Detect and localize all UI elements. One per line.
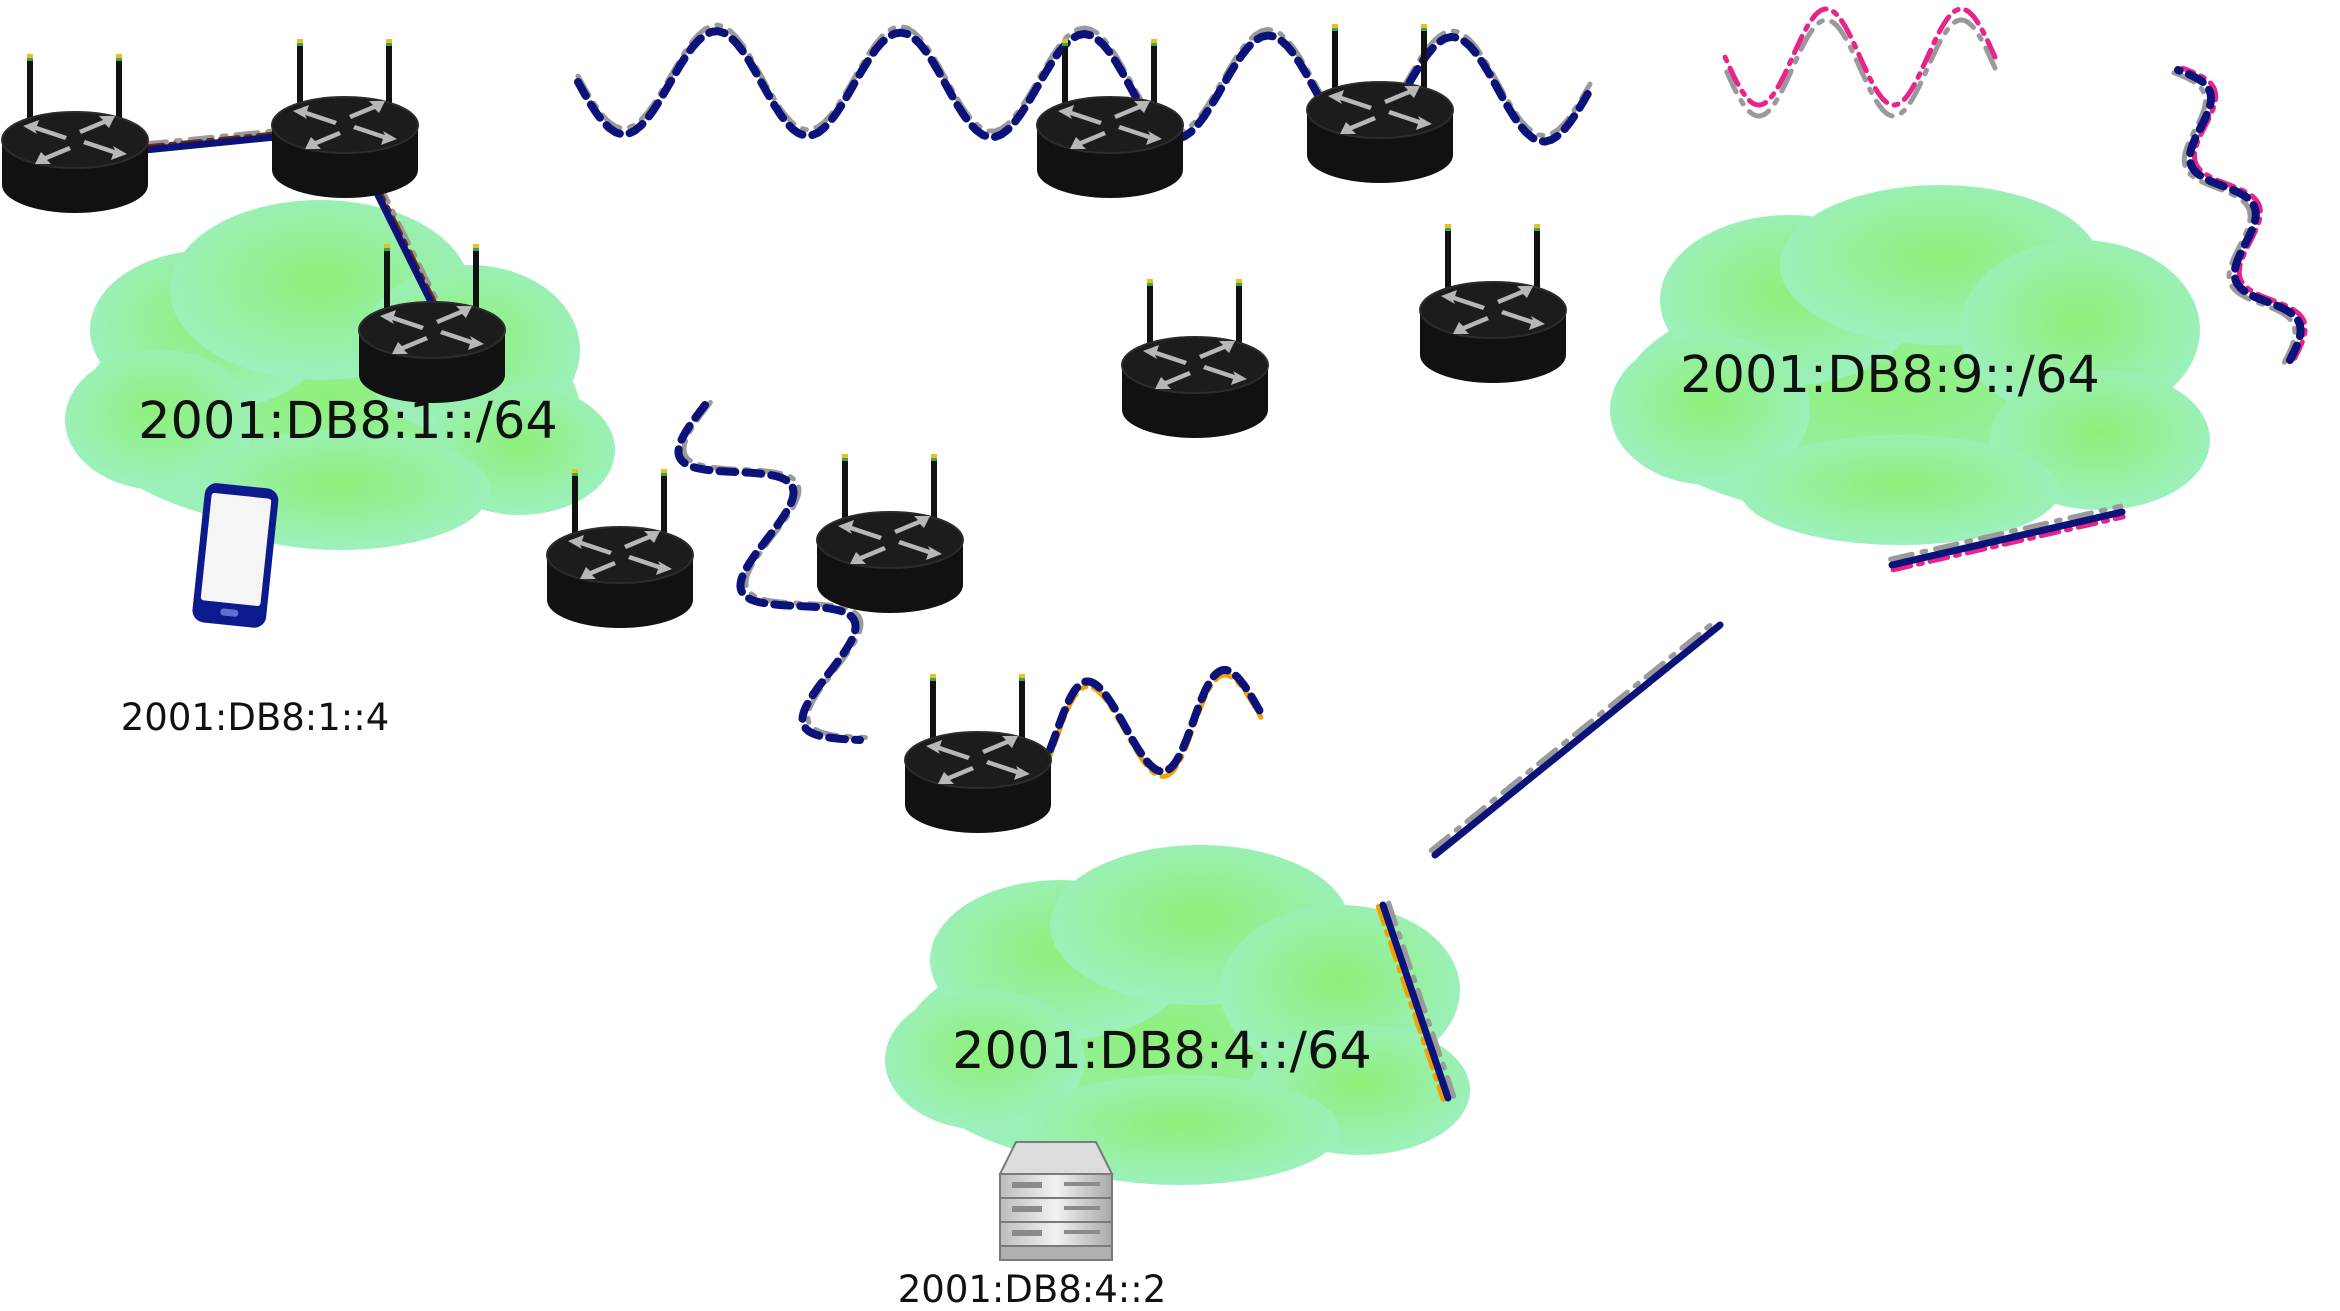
- secondary-route-path: [2169, 69, 2298, 365]
- router-r6: [1036, 39, 1184, 198]
- router-icon: [1306, 24, 1454, 183]
- router-r3: [358, 244, 506, 403]
- routers-layer: [1, 24, 1567, 833]
- router-r5: [816, 454, 964, 613]
- link-r7-r6: [1722, 6, 1998, 119]
- secondary-route-path: [1722, 17, 1998, 119]
- link-r5-r8: [1428, 617, 1724, 859]
- router-icon: [816, 454, 964, 613]
- network-cloud-4: 2001:DB8:4::/64: [885, 845, 1470, 1185]
- router-r10: [904, 674, 1052, 833]
- router-icon: [271, 39, 419, 198]
- host-address-label: 2001:DB8:4::2: [898, 1268, 1167, 1311]
- link-r9-r7: [2169, 65, 2308, 365]
- router-icon: [1121, 279, 1269, 438]
- primary-route-path: [1888, 508, 2126, 569]
- network-prefix-label: 2001:DB8:1::/64: [138, 392, 558, 451]
- secondary-route-path: [1428, 617, 1719, 853]
- link-r1-r2: [141, 128, 279, 154]
- router-r2: [271, 39, 419, 198]
- link-r8-r9: [1888, 503, 2126, 573]
- pink-route-path: [1722, 6, 1998, 108]
- network-cloud-9: 2001:DB8:9::/64: [1610, 185, 2210, 545]
- link-r5-r10: [1375, 900, 1457, 1103]
- primary-route-path: [1431, 621, 1724, 859]
- network-prefix-label: 2001:DB8:9::/64: [1680, 346, 2100, 405]
- router-r1: [1, 54, 149, 213]
- primary-route-path: [369, 181, 439, 314]
- primary-route-path: [141, 133, 279, 154]
- link-r2-r3: [369, 179, 443, 314]
- secondary-route-path: [141, 128, 277, 147]
- router-icon: [358, 244, 506, 403]
- secondary-route-path: [1386, 900, 1457, 1099]
- router-r4: [546, 469, 694, 628]
- primary-route-path: [2174, 66, 2305, 364]
- router-icon: [1419, 224, 1567, 383]
- network-cloud-1: 2001:DB8:1::/64: [65, 200, 615, 550]
- router-icon: [1036, 39, 1184, 198]
- router-icon: [546, 469, 694, 628]
- router-r9: [1419, 224, 1567, 383]
- primary-route-path: [674, 401, 864, 744]
- network-prefix-label: 2001:DB8:4::/64: [952, 1022, 1372, 1081]
- pink-route-path: [1890, 514, 2126, 573]
- smartphone-host: 2001:DB8:1::4: [121, 483, 390, 739]
- host-address-label: 2001:DB8:1::4: [121, 696, 390, 739]
- secondary-route-path: [1888, 503, 2124, 562]
- router-r7: [1306, 24, 1454, 183]
- router-icon: [1, 54, 149, 213]
- secondary-route-path: [375, 179, 443, 310]
- primary-route-path: [1379, 901, 1452, 1102]
- link-r3-r4: [674, 400, 868, 744]
- server-host: 2001:DB8:4::2: [898, 1141, 1167, 1311]
- router-icon: [904, 674, 1052, 833]
- smartphone-icon: [192, 483, 279, 628]
- orange-route-path: [1375, 904, 1446, 1103]
- router-r8: [1121, 279, 1269, 438]
- server-icon: [998, 1141, 1114, 1261]
